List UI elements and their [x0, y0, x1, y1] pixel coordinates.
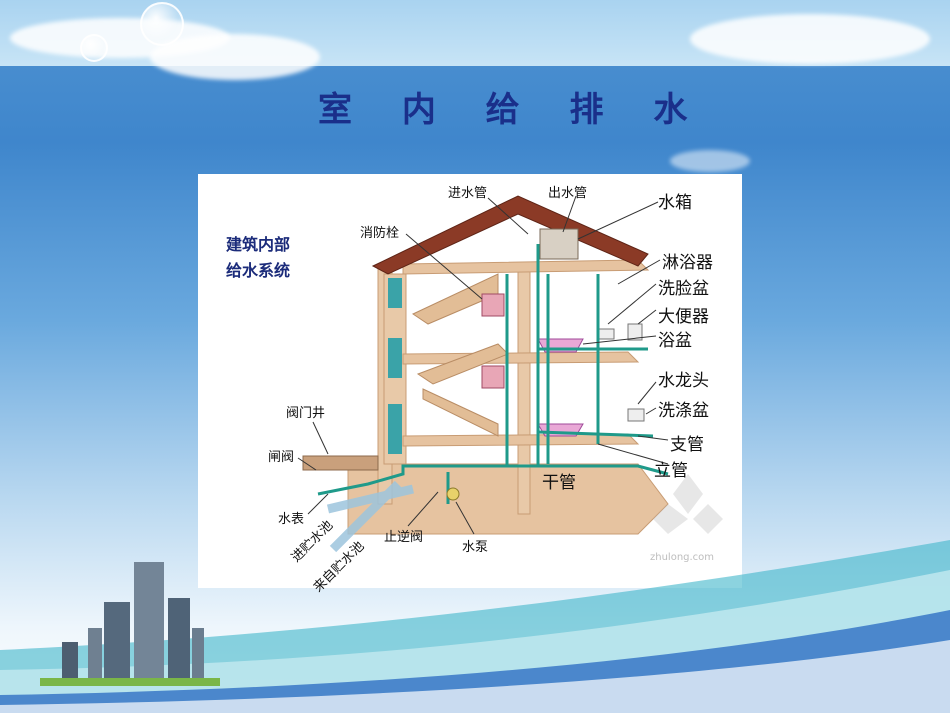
window-glass: [388, 338, 402, 378]
bubble: [140, 2, 184, 46]
bubble: [80, 34, 108, 62]
water-tank: [539, 228, 579, 260]
floor-slab: [402, 259, 650, 275]
label-gate-valve: 闸阀: [268, 450, 295, 465]
water-pump: [446, 487, 460, 501]
label-sink: 洗涤盆: [658, 401, 709, 421]
cloud: [150, 34, 320, 80]
building: [192, 628, 204, 682]
label-wash-basin: 洗脸盆: [658, 279, 709, 299]
sink: [627, 408, 645, 422]
label-water-pump: 水泵: [462, 540, 489, 555]
building: [168, 598, 190, 682]
label-shower: 淋浴器: [662, 253, 713, 273]
heading-line-1: 建筑内部: [226, 235, 291, 254]
leader-lines: [297, 195, 669, 535]
fire-hydrant: [481, 293, 505, 317]
building: [134, 562, 164, 682]
pipes: [317, 244, 669, 504]
building-diagram: [297, 195, 723, 553]
label-bathtub: 浴盆: [658, 331, 692, 351]
label-outlet-pipe: 出水管: [548, 186, 588, 201]
watermark-logo: [653, 474, 723, 534]
underground-pipes: [326, 480, 415, 553]
label-check-valve: 止逆阀: [384, 530, 424, 545]
label-branch-pipe: 支管: [670, 435, 704, 455]
roof: [371, 195, 649, 275]
window-glass: [388, 404, 402, 454]
ground-slab: [347, 463, 669, 535]
label-valve-well: 阀门井: [286, 406, 326, 421]
stairs: [422, 388, 499, 437]
wave-white: [0, 640, 950, 713]
valve-well: [302, 455, 379, 471]
cloud: [690, 14, 930, 64]
slide-title: 室 内 给 排 水: [318, 90, 707, 130]
watermark-text: zhulong.com: [650, 552, 715, 563]
label-faucet: 水龙头: [658, 371, 709, 391]
diagram-panel: 建筑内部 给水系统 进水管 出水管 水箱 消防栓 淋浴器 洗脸盆 大便器 浴盆 …: [198, 174, 742, 595]
grass: [40, 678, 220, 686]
label-water-meter: 水表: [278, 512, 305, 527]
building: [62, 642, 78, 682]
label-riser-pipe: 立管: [654, 461, 688, 481]
cloud: [670, 150, 750, 172]
building: [88, 628, 102, 682]
label-inlet-pipe: 进水管: [448, 186, 488, 201]
label-main-pipe: 干管: [542, 473, 576, 493]
label-toilet: 大便器: [658, 307, 709, 327]
label-fire-hydrant: 消防栓: [360, 226, 400, 241]
label-water-tank: 水箱: [658, 193, 692, 213]
building: [104, 602, 130, 682]
window-glass: [388, 278, 402, 308]
diagram-heading: 建筑内部 给水系统: [226, 232, 290, 284]
city-skyline: [62, 562, 204, 682]
toilet: [627, 323, 643, 341]
heading-line-2: 给水系统: [226, 261, 291, 280]
fire-hydrant: [481, 365, 505, 389]
